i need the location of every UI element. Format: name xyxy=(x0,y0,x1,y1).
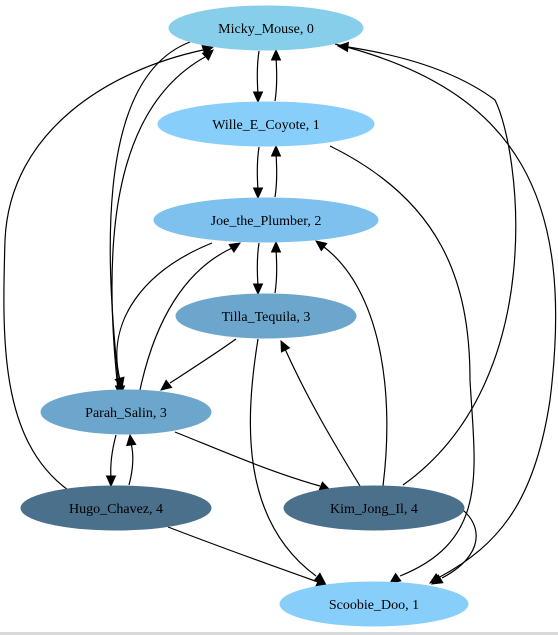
edge-line xyxy=(109,41,191,389)
arrowhead-icon xyxy=(252,91,264,104)
node-micky: Micky_Mouse, 0 xyxy=(168,5,364,51)
edge-line xyxy=(174,431,321,487)
edge-line xyxy=(249,338,317,577)
arrowhead-icon xyxy=(270,240,282,253)
edge-wille-to-scoobie xyxy=(329,145,475,584)
edge-line xyxy=(284,348,361,487)
edge-joe-to-tilla xyxy=(252,242,264,296)
node-label: Kim_Jong_Il, 4 xyxy=(330,502,418,517)
node-ellipse xyxy=(283,485,465,531)
edge-line xyxy=(329,145,475,577)
arrowhead-icon xyxy=(389,572,402,584)
arrowhead-icon xyxy=(160,379,173,391)
edge-line xyxy=(274,249,278,294)
edge-line xyxy=(116,242,213,381)
arrowhead-icon xyxy=(126,433,137,447)
arrowhead-icon xyxy=(315,240,328,252)
node-wille: Wille_E_Coyote, 1 xyxy=(157,101,375,147)
edge-kim-to-micky xyxy=(336,41,517,486)
edge-line xyxy=(139,247,233,391)
node-scoobie: Scoobie_Doo, 1 xyxy=(279,581,469,627)
bottom-border xyxy=(0,632,558,635)
arrowhead-icon xyxy=(270,48,282,61)
edge-tilla-to-scoobie xyxy=(249,338,326,584)
edge-micky-to-scoobie xyxy=(334,43,557,584)
edge-line xyxy=(256,242,260,287)
arrowhead-icon xyxy=(428,572,442,584)
arrowhead-icon xyxy=(201,44,215,56)
edge-line xyxy=(256,146,260,191)
edge-line xyxy=(167,526,319,583)
node-ellipse xyxy=(20,485,212,531)
node-label: Scoobie_Doo, 1 xyxy=(329,598,419,613)
node-tilla: Tilla_Tequila, 3 xyxy=(175,293,357,339)
edge-wille-to-micky xyxy=(270,48,282,102)
edge-tilla-to-joe xyxy=(270,240,282,294)
edge-kim-to-tilla xyxy=(280,339,361,487)
edge-wille-to-joe xyxy=(252,146,264,200)
arrowhead-icon xyxy=(270,144,282,157)
edge-hugo-to-scoobie xyxy=(167,526,329,587)
edge-parah-to-hugo xyxy=(105,434,117,488)
node-ellipse xyxy=(153,197,379,243)
node-kim: Kim_Jong_Il, 4 xyxy=(283,485,465,531)
node-label: Hugo_Chavez, 4 xyxy=(69,502,163,517)
edge-line xyxy=(3,49,204,491)
arrowhead-icon xyxy=(252,283,264,296)
node-ellipse xyxy=(157,101,375,147)
node-ellipse xyxy=(168,5,364,51)
node-label: Parah_Salin, 3 xyxy=(85,406,167,421)
arrowhead-icon xyxy=(252,187,264,200)
edge-joe-to-wille xyxy=(270,144,282,198)
node-ellipse xyxy=(279,581,469,627)
edge-line xyxy=(256,50,260,95)
node-ellipse xyxy=(175,293,357,339)
node-label: Micky_Mouse, 0 xyxy=(218,22,314,37)
edge-line xyxy=(347,46,517,486)
node-label: Tilla_Tequila, 3 xyxy=(222,310,311,325)
edge-line xyxy=(110,434,117,479)
arrowhead-icon xyxy=(228,242,242,254)
edge-line xyxy=(169,338,237,384)
arrowhead-icon xyxy=(280,339,291,353)
arrowhead-icon xyxy=(105,475,117,488)
node-joe: Joe_the_Plumber, 2 xyxy=(153,197,379,243)
edge-line xyxy=(274,57,278,102)
edge-kim-to-joe xyxy=(315,240,388,487)
edge-line xyxy=(111,56,206,391)
edge-line xyxy=(334,43,557,579)
edge-line xyxy=(128,442,134,486)
edges-layer xyxy=(3,41,557,587)
edge-micky-to-wille xyxy=(252,50,264,104)
node-hugo: Hugo_Chavez, 4 xyxy=(20,485,212,531)
edge-line xyxy=(323,246,388,487)
edge-tilla-to-parah xyxy=(160,338,237,391)
edge-line xyxy=(274,153,278,198)
node-parah: Parah_Salin, 3 xyxy=(40,389,212,435)
edge-parah-to-joe xyxy=(139,242,242,391)
node-label: Wille_E_Coyote, 1 xyxy=(212,118,320,133)
nodes-layer: Micky_Mouse, 0 Wille_E_Coyote, 1 Joe_the_P… xyxy=(20,5,469,627)
edge-hugo-to-parah xyxy=(126,433,137,486)
edge-hugo-to-micky xyxy=(3,44,215,491)
node-ellipse xyxy=(40,389,212,435)
node-label: Joe_the_Plumber, 2 xyxy=(211,214,322,229)
